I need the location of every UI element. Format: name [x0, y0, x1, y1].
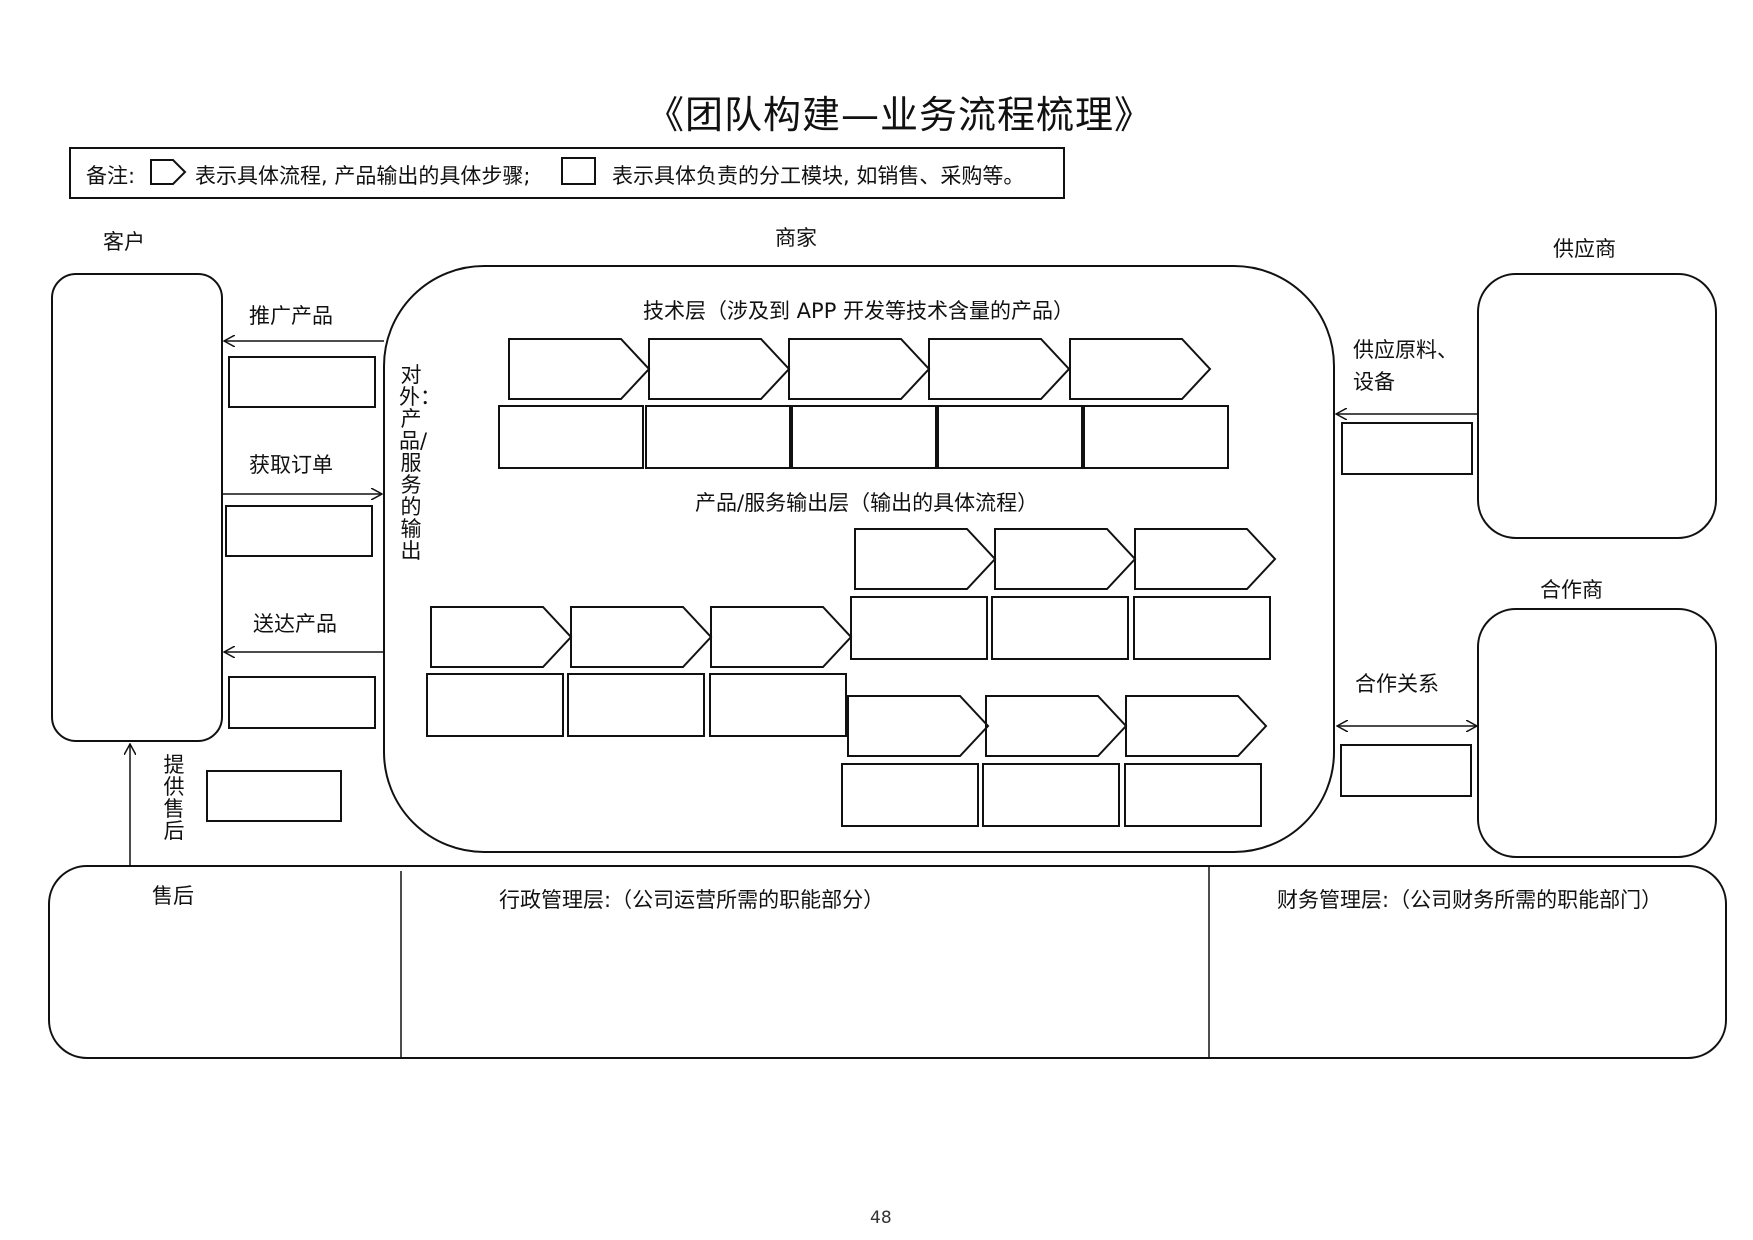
finance-label: 财务管理层:（公司财务所需的职能部门） [1277, 888, 1663, 912]
admin-label: 行政管理层:（公司运营所需的职能部分） [499, 888, 885, 912]
order-label: 获取订单 [249, 453, 333, 477]
supplier-label: 供应商 [1553, 237, 1616, 261]
merchant-box [384, 266, 1334, 852]
service-main-step-arrow-3 [711, 607, 851, 667]
legend-process-shape [151, 160, 185, 184]
legend-module-text: 表示具体负责的分工模块, 如销售、采购等。 [612, 164, 1025, 188]
tech-step-arrow-4 [929, 339, 1069, 399]
service-lower-step-arrow-3 [1126, 696, 1266, 756]
service-upper-step-arrow-2 [995, 529, 1135, 589]
management-box [49, 866, 1726, 1058]
customer-box [52, 274, 222, 741]
service-main-module-box-3 [710, 674, 846, 736]
tech-step-arrow-3 [789, 339, 929, 399]
tech-module-box-2 [646, 406, 790, 468]
page-number: 48 [870, 1208, 892, 1228]
customer-label: 客户 [103, 230, 145, 254]
merchant-label: 商家 [775, 226, 817, 250]
legend-box [70, 148, 1064, 198]
tech-module-box-4 [938, 406, 1082, 468]
order-blank-box [226, 506, 372, 556]
promote-label: 推广产品 [249, 304, 333, 328]
external-output-label: 对外：产品/服务的输出 [399, 363, 441, 563]
partner-box [1478, 609, 1716, 857]
supply-blank-box [1342, 423, 1472, 474]
service-main-module-box-1 [427, 674, 563, 736]
legend-module-shape [562, 158, 595, 184]
tech-module-box-3 [792, 406, 936, 468]
cooperation-blank-box [1341, 745, 1471, 796]
supply-label: 供应原料、设备 [1353, 338, 1458, 394]
after-sales-label: 售后 [152, 884, 194, 908]
tech-step-arrow-2 [649, 339, 789, 399]
deliver-blank-box [229, 677, 375, 728]
tech-step-arrow-1 [509, 339, 649, 399]
tech-module-box-5 [1084, 406, 1228, 468]
tech-layer-label: 技术层（涉及到 APP 开发等技术含量的产品） [643, 299, 1075, 323]
partner-label: 合作商 [1540, 578, 1603, 602]
service-lower-module-box-1 [842, 764, 978, 826]
after-sales-blank-box [207, 771, 341, 821]
service-upper-module-box-1 [851, 597, 987, 659]
service-lower-module-box-3 [1125, 764, 1261, 826]
service-lower-step-arrow-2 [986, 696, 1126, 756]
after-sales-support-label: 提供售后 [163, 753, 185, 843]
service-main-module-box-2 [568, 674, 704, 736]
service-main-step-arrow-1 [431, 607, 571, 667]
service-main-step-arrow-2 [571, 607, 711, 667]
page-title: 《团队构建—业务流程梳理》 [646, 93, 1154, 137]
service-upper-step-arrow-3 [1135, 529, 1275, 589]
service-lower-step-arrow-1 [848, 696, 988, 756]
service-upper-module-box-3 [1134, 597, 1270, 659]
legend-prefix: 备注: [86, 164, 136, 188]
deliver-label: 送达产品 [253, 612, 337, 636]
service-upper-module-box-2 [992, 597, 1128, 659]
cooperation-label: 合作关系 [1355, 672, 1439, 696]
promote-blank-box [229, 357, 375, 407]
tech-module-box-1 [499, 406, 643, 468]
service-lower-module-box-2 [983, 764, 1119, 826]
service-upper-step-arrow-1 [855, 529, 995, 589]
tech-step-arrow-5 [1070, 339, 1210, 399]
legend-process-text: 表示具体流程, 产品输出的具体步骤; [195, 164, 531, 188]
supplier-box [1478, 274, 1716, 538]
service-layer-label: 产品/服务输出层（输出的具体流程） [695, 491, 1039, 515]
